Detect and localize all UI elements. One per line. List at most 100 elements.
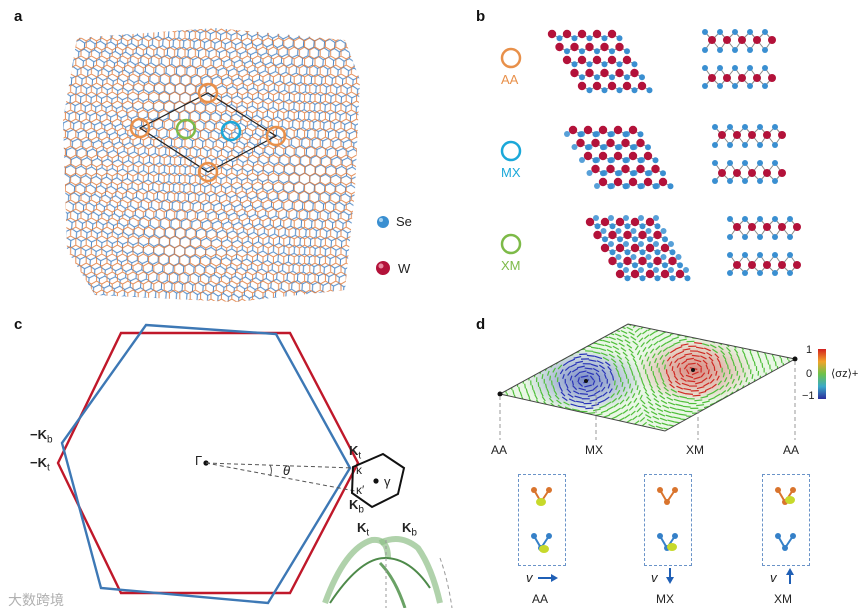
spin-arrow [680, 343, 689, 347]
spin-arrow [720, 390, 727, 395]
spin-arrow [641, 381, 646, 388]
se-atom [717, 83, 723, 89]
watermark: 大数跨境 [8, 592, 64, 608]
se-atom [609, 183, 615, 189]
spin-arrow [647, 343, 653, 349]
w-atom [723, 74, 731, 82]
spin-arrow [549, 375, 552, 381]
spin-arrow [633, 397, 638, 403]
se-atom [616, 144, 623, 150]
se-atom [571, 61, 578, 68]
se-atom [742, 216, 748, 222]
spin-arrow [691, 371, 699, 376]
se-atom [747, 47, 753, 53]
w-atom [598, 151, 608, 161]
spin-arrow [636, 407, 642, 413]
w-atom [593, 230, 602, 240]
se-atom [586, 170, 593, 176]
se-atom [757, 178, 763, 184]
spin-arrow [622, 351, 628, 357]
spin-arrow [584, 367, 593, 370]
spin-arrow [560, 391, 566, 397]
spin-arrow [578, 370, 587, 374]
spin-arrow [592, 351, 601, 355]
big-gamma-label: Γ [195, 453, 203, 468]
spin-arrow [695, 346, 704, 350]
w-atom [768, 36, 776, 44]
spin-arrow [647, 401, 654, 406]
w-atom [608, 256, 617, 266]
se-atom [772, 124, 778, 130]
spin-arrow [604, 344, 612, 349]
spin-arrow [628, 405, 634, 411]
spin-arrow [730, 373, 733, 380]
se-atom [594, 74, 600, 81]
aa-corner-dot [792, 356, 798, 362]
w-atom [615, 269, 625, 279]
spin-arrow [661, 359, 665, 365]
spin-arrow [648, 361, 651, 367]
se-atom [762, 65, 768, 71]
w-atom [621, 164, 630, 174]
spin-arrow [538, 386, 542, 392]
spin-arrow [641, 404, 648, 410]
spin-arrow [638, 337, 644, 343]
kt-label: Kt [349, 443, 362, 462]
spin-arrow [544, 383, 548, 389]
spin-arrow [692, 394, 701, 397]
spin-arrow [527, 393, 531, 399]
spin-arrow [585, 407, 594, 410]
spin-arrow [628, 365, 633, 372]
se-atom [727, 124, 733, 130]
w-atom [748, 131, 756, 139]
se-atom [593, 215, 599, 221]
se-atom [594, 157, 600, 163]
spin-arrow [702, 359, 708, 365]
spin-arrow [627, 401, 632, 407]
spin-arrow [632, 415, 638, 421]
se-atom [727, 178, 733, 184]
spin-arrow [632, 340, 638, 346]
spin-arrow [712, 388, 719, 394]
se-atom [617, 236, 623, 243]
spin-arrow [655, 380, 659, 386]
spin-arrow [709, 344, 717, 349]
w-atom [718, 169, 726, 177]
spin-arrow [705, 364, 709, 370]
spin-arrow [708, 396, 716, 401]
aa-orbital-box [518, 474, 566, 566]
w-atom [623, 256, 632, 266]
spin-arrow [659, 417, 668, 422]
spin-arrow [636, 385, 639, 391]
spin-arrow [674, 380, 681, 386]
se-atom [609, 48, 615, 55]
se-atom [717, 47, 723, 53]
xm-ring [175, 118, 197, 140]
spin-arrow [665, 414, 674, 418]
se-atom [645, 144, 651, 151]
se-atom [742, 124, 748, 130]
spin-arrow [541, 396, 546, 402]
spin-arrow [646, 418, 654, 424]
spin-arrow [725, 381, 730, 388]
spin-arrow [730, 356, 734, 362]
w-atom [628, 125, 638, 135]
spin-arrow [598, 364, 605, 370]
se-atom [624, 48, 630, 55]
spin-arrow [525, 388, 529, 394]
xm-inset-label: XM [774, 592, 792, 606]
gamma-point [203, 460, 209, 466]
se-atom [660, 228, 667, 234]
spin-arrow [636, 367, 640, 373]
spin-arrow [673, 375, 679, 381]
se-atom [631, 87, 638, 94]
se-atom [662, 262, 668, 269]
spin-arrow [573, 390, 580, 395]
se-atom [639, 157, 645, 163]
mini-bz [350, 452, 406, 509]
se-atom [624, 157, 630, 163]
spin-arrow [558, 381, 561, 387]
arrow-up-icon [786, 568, 794, 584]
spin-arrow [617, 372, 621, 378]
spin-arrow [564, 406, 572, 411]
